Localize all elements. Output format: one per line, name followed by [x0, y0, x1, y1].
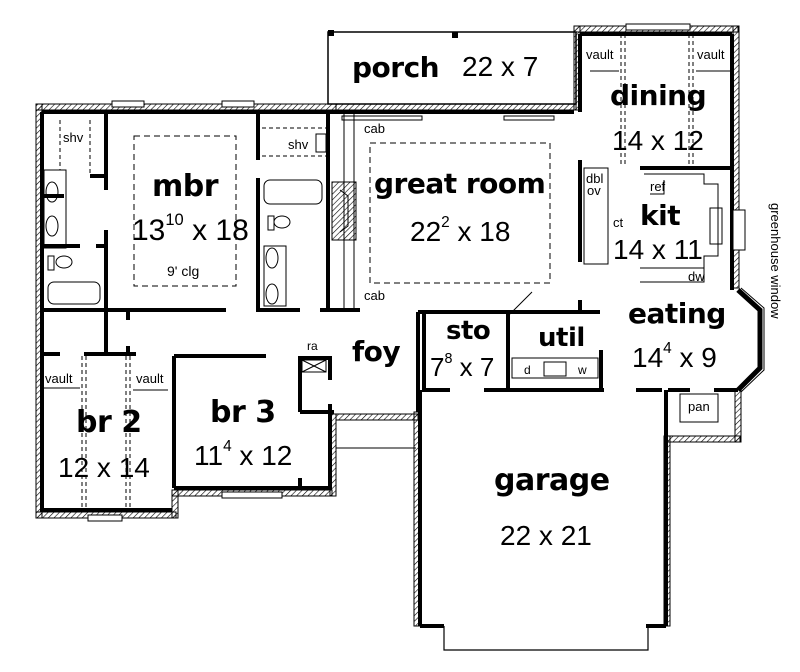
br3-depth: 12	[261, 440, 293, 471]
porch-dimensions: 22 x 7	[462, 51, 539, 82]
eating-depth: 9	[701, 342, 717, 373]
mbr-closet-shelf-label: shv	[63, 130, 84, 145]
kit-label: kit	[640, 199, 681, 232]
garage-label: garage	[494, 463, 610, 498]
dryer-label: d	[524, 363, 531, 377]
mbr-depth: 18	[215, 214, 249, 247]
dining-label: dining	[610, 79, 707, 112]
dining-vault-left-label: vault	[586, 47, 614, 62]
walls	[35, 23, 765, 651]
mbr-width-inches: 10	[165, 211, 184, 230]
double-oven-label-2: ov	[587, 183, 601, 198]
mbr-x: x	[183, 214, 216, 247]
br3-x: x	[231, 440, 262, 471]
util-label: util	[538, 323, 585, 353]
porch-label: porch	[352, 51, 440, 84]
double-oven-label-1: dbl	[586, 171, 604, 186]
eating-width: 14	[632, 342, 664, 373]
sto-width-inches: 8	[444, 351, 453, 368]
br3-width: 11	[194, 440, 224, 471]
eating-dimensions: 144 x 9	[632, 341, 717, 373]
sto-dimensions: 78 x 7	[430, 351, 495, 382]
great-room-width: 22	[410, 216, 442, 247]
garage-dimensions: 22 x 21	[500, 520, 592, 551]
sto-width: 7	[430, 352, 445, 382]
mbr-label: mbr	[152, 169, 219, 204]
foy-label: foy	[352, 335, 401, 368]
sto-depth: 7	[479, 352, 495, 382]
br3-dimensions: 114 x 12	[194, 439, 293, 471]
sto-x: x	[452, 352, 480, 382]
cabinet-top-label: cab	[364, 121, 385, 136]
washer-label: w	[578, 363, 587, 377]
br2-label: br 2	[76, 405, 142, 440]
countertop-label: ct	[613, 215, 624, 230]
br2-vault-right-label: vault	[136, 371, 164, 386]
eating-label: eating	[628, 297, 726, 330]
mbr-width: 13	[132, 214, 166, 247]
kit-dimensions: 14 x 11	[613, 234, 703, 265]
cabinet-bottom-label: cab	[364, 288, 385, 303]
dining-dimensions: 14 x 12	[612, 125, 704, 156]
great-room-x: x	[449, 216, 480, 247]
great-room-label: great room	[374, 167, 546, 200]
sto-label: sto	[446, 316, 491, 346]
br3-width-inches: 4	[223, 438, 232, 456]
br2-vault-left-label: vault	[45, 371, 73, 386]
return-air-label: ra	[307, 339, 318, 353]
eating-width-inches: 4	[663, 340, 672, 358]
br2-dimensions: 12 x 14	[58, 452, 150, 483]
bath-shelf-label: shv	[288, 137, 309, 152]
greenhouse-window-label: greenhouse window	[768, 203, 783, 319]
eating-x: x	[671, 342, 702, 373]
mbr-dimensions: 1310 x 18	[132, 212, 249, 247]
mbr-ceiling-note: 9' clg	[167, 263, 200, 279]
refrigerator-label: ref	[650, 179, 666, 194]
dishwasher-label: dw	[688, 269, 705, 284]
br3-label: br 3	[210, 395, 276, 430]
great-room-width-inches: 2	[441, 214, 450, 232]
great-room-depth: 18	[479, 216, 511, 247]
dining-vault-right-label: vault	[697, 47, 725, 62]
great-room-dimensions: 222 x 18	[410, 215, 511, 247]
pantry-label: pan	[688, 399, 710, 414]
